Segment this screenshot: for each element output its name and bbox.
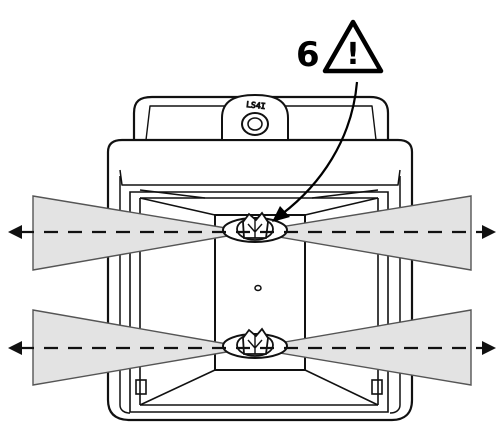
arrow-lower xyxy=(8,341,496,355)
leader-arrowhead xyxy=(272,206,290,222)
arrowhead-lower-left xyxy=(8,341,22,355)
warning-mark: ! xyxy=(346,37,360,72)
housing-left-rim xyxy=(119,176,131,414)
housing-body-inner xyxy=(119,169,401,186)
housing-right-rim xyxy=(389,176,401,414)
warning-triangle-icon: ! xyxy=(322,19,384,74)
center-hole xyxy=(254,284,262,292)
arrowhead-upper-left xyxy=(8,225,22,239)
warning-callout: 6 ! xyxy=(272,19,384,222)
arrowhead-lower-right xyxy=(482,341,496,355)
leader-line xyxy=(281,81,359,215)
embossed-label: LS4I xyxy=(246,100,266,111)
arrowhead-upper-right xyxy=(482,225,496,239)
top-knob: LS4I xyxy=(221,93,289,141)
callout-number: 6 xyxy=(296,35,320,75)
arrow-upper xyxy=(8,225,496,239)
